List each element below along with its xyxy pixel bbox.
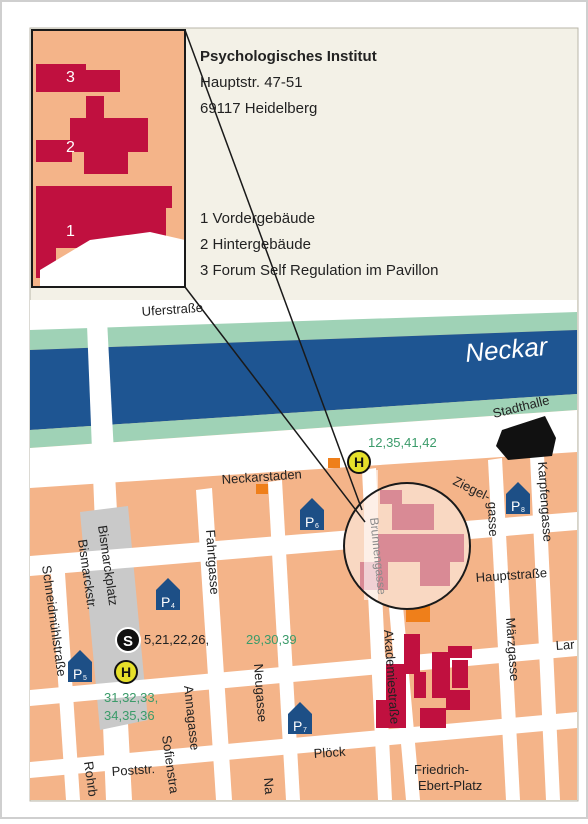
bismarckplatz-lines-2: 34,35,36 xyxy=(104,708,155,723)
orange-marker xyxy=(328,458,340,468)
fahrtgasse-label: Fahrtgasse xyxy=(203,529,223,595)
street-ziegelgasse xyxy=(488,458,520,800)
bus-stop-letter: H xyxy=(354,454,364,470)
legend-item-2: 2 Hintergebäude xyxy=(200,236,311,253)
ziegelgasse-label-2: gasse xyxy=(485,502,501,537)
address-street: Hauptstr. 47-51 xyxy=(200,74,303,91)
inset-number-1: 1 xyxy=(66,223,75,240)
riverbank-north xyxy=(30,312,577,350)
friedrich-label-1: Friedrich- xyxy=(414,762,469,777)
inset-number-2: 2 xyxy=(66,139,75,156)
uferstrasse-label: Uferstraße xyxy=(141,300,203,319)
neckar-river xyxy=(30,330,577,430)
svg-text:P: P xyxy=(293,718,302,734)
svg-text:6: 6 xyxy=(315,523,319,530)
svg-text:5: 5 xyxy=(83,675,87,682)
svg-text:P: P xyxy=(73,666,82,682)
annagasse-label: Annagasse xyxy=(181,685,203,751)
hauptstrasse-label: Hauptstraße xyxy=(475,565,547,585)
parking-icon-p5: P 5 xyxy=(68,650,92,682)
neugasse-label: Neugasse xyxy=(251,663,270,722)
institute-title: Psychologisches Institut xyxy=(200,48,377,65)
svg-text:P: P xyxy=(511,498,520,514)
svg-text:4: 4 xyxy=(171,603,175,610)
connector-line xyxy=(184,286,366,523)
parking-icon-p8: P 8 xyxy=(506,482,530,514)
detail-circle xyxy=(343,482,471,610)
street-karpfengasse xyxy=(530,454,560,800)
parking-icons: P 6 P 8 P 4 P 5 P 7 xyxy=(68,482,530,734)
riverbank-south-west xyxy=(30,394,577,448)
address-city: 69117 Heidelberg xyxy=(200,100,318,117)
river-label: Neckar xyxy=(464,331,550,368)
street-fahrtgasse xyxy=(196,488,232,800)
friedrich-label-2: Ebert-Platz xyxy=(418,778,482,793)
svg-text:8: 8 xyxy=(521,507,525,514)
parking-icon-p4: P 4 xyxy=(156,578,180,610)
svg-text:P: P xyxy=(305,514,314,530)
legend-item-3: 3 Forum Self Regulation im Pavillon xyxy=(200,262,439,279)
inset-street xyxy=(40,232,185,287)
street-schneidmuehl xyxy=(50,558,80,800)
university-buildings xyxy=(376,634,472,728)
neckarstaden-road xyxy=(30,410,577,488)
transit-stops: H 12,35,41,42 S 5,21,22,26, 29,30,39 H 3… xyxy=(104,435,437,723)
orange-marker xyxy=(406,606,430,622)
parking-icon-p7: P 7 xyxy=(288,702,312,734)
s-lines-black: 5,21,22,26, xyxy=(144,632,209,647)
s-lines-green: 29,30,39 xyxy=(246,632,297,647)
bus-stop-icon xyxy=(347,450,371,474)
stadthalle-building xyxy=(496,416,556,460)
street-map xyxy=(30,300,577,800)
s-bahn-icon xyxy=(115,627,141,653)
karpfengasse-label: Karpfengasse xyxy=(535,461,556,542)
poststr-label: Poststr. xyxy=(111,761,155,779)
street-ploeck xyxy=(30,712,577,778)
legend-item-1: 1 Vordergebäude xyxy=(200,210,316,227)
circle-street xyxy=(364,470,378,600)
bus-lines-top: 12,35,41,42 xyxy=(368,435,437,450)
bismarckplatz-lines-1: 31,32,33, xyxy=(104,690,158,705)
parking-icon-p6: P 6 xyxy=(300,498,324,530)
s-bahn-letter: S xyxy=(123,633,133,650)
ploeck-label: Plöck xyxy=(313,744,346,761)
lar-label: Lar xyxy=(555,637,575,653)
inset-number-3: 3 xyxy=(66,69,75,86)
maerzgasse-label: Märzgasse xyxy=(503,617,522,681)
bismarckplatz-bus-letter: H xyxy=(121,664,131,680)
rohrbacher-label: Rohrb xyxy=(81,760,101,797)
svg-text:7: 7 xyxy=(303,727,307,734)
inset-border xyxy=(31,29,186,288)
orange-marker xyxy=(256,484,268,494)
akademiestrasse-label: Akademiestraße xyxy=(381,629,403,724)
inset-plan: 3 2 1 xyxy=(31,29,186,288)
svg-text:P: P xyxy=(161,594,170,610)
bismarckplatz-bus-icon xyxy=(114,660,138,684)
na-label: Na xyxy=(261,777,277,795)
connector-line xyxy=(184,29,363,511)
neckarstaden-label: Neckarstaden xyxy=(221,466,302,487)
